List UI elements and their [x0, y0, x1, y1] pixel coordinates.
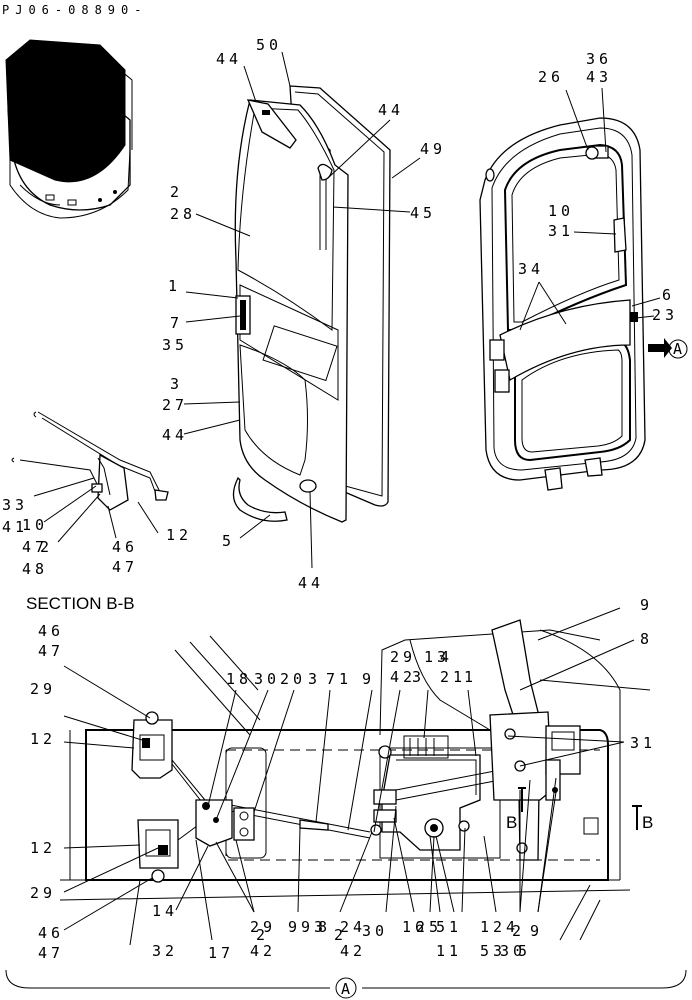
section-callout-30: 30 — [500, 942, 526, 960]
callout-3: 3 — [170, 375, 183, 393]
section-callout-32: 32 — [152, 942, 178, 960]
section-callout-53: 53 — [480, 942, 506, 960]
section-callout-31: 31 — [630, 734, 656, 752]
cab-thumbnail — [5, 39, 133, 219]
callout-47: 47 — [22, 538, 48, 556]
callout-44: 44 — [216, 50, 242, 68]
section-callout-16: 16 — [402, 918, 428, 936]
svg-text:A: A — [673, 340, 682, 358]
callout-1: 1 — [168, 277, 181, 295]
leader-lines-section — [63, 607, 635, 941]
section-callout-8: 8 — [318, 918, 331, 936]
section-callout-9: 9 — [640, 596, 653, 614]
section-callout-2: 2 — [512, 922, 525, 940]
section-callout-993: 993 — [288, 918, 327, 936]
section-callout-5: 5 — [518, 942, 531, 960]
reference-number: PJ06-08890- — [2, 3, 147, 17]
callout-7: 7 — [170, 314, 183, 332]
rod-linkage-detail — [11, 411, 169, 511]
callout-50: 50 — [256, 36, 282, 54]
section-title: SECTION B-B — [26, 594, 135, 613]
callout-2: 2 — [40, 538, 53, 556]
callout-46: 46 — [112, 538, 138, 556]
callout-28: 28 — [170, 205, 196, 223]
section-callout-29: 29 — [30, 680, 56, 698]
section-callout-4: 4 — [506, 918, 519, 936]
callout-44: 44 — [298, 574, 324, 592]
section-callout-47: 47 — [38, 944, 64, 962]
section-callout-4: 4 — [440, 648, 453, 666]
callout-45: 45 — [410, 204, 436, 222]
callout-33: 33 — [2, 496, 28, 514]
callout-2: 2 — [170, 183, 183, 201]
section-callout-46: 46 — [38, 924, 64, 942]
section-callout-21: 21 — [440, 668, 466, 686]
callout-44: 44 — [378, 101, 404, 119]
section-callout-9: 9 — [530, 922, 543, 940]
callout-49: 49 — [420, 140, 446, 158]
section-callout-12: 12 — [480, 918, 506, 936]
door-assembly-view-a: A — [479, 117, 688, 491]
callout-44: 44 — [162, 426, 188, 444]
section-callout-42: 42 — [390, 668, 416, 686]
section-callout-14: 14 — [152, 902, 178, 920]
section-callout-20: 20 — [280, 670, 306, 688]
section-callout-18: 18 — [226, 670, 252, 688]
section-callout-30: 30 — [254, 670, 280, 688]
callout-5: 5 — [222, 532, 235, 550]
section-marker-right: B — [642, 813, 653, 832]
section-callout-13: 13 — [424, 648, 450, 666]
section-b-b-drawing: B B — [59, 619, 653, 946]
section-callout-3: 3 — [412, 668, 425, 686]
section-callout-51: 51 — [436, 918, 462, 936]
callout-47: 47 — [112, 558, 138, 576]
section-callout-12: 12 — [30, 839, 56, 857]
callout-43: 43 — [586, 68, 612, 86]
section-callout-1: 1 — [464, 668, 477, 686]
section-callout-42: 42 — [340, 942, 366, 960]
section-callout-11: 11 — [436, 942, 462, 960]
section-callout-30: 30 — [362, 922, 388, 940]
callout-10: 10 — [22, 516, 48, 534]
section-callout-71: 71 — [326, 670, 352, 688]
section-marker-left: B — [506, 813, 517, 832]
view-a-bracket: A — [5, 969, 687, 999]
section-callout-42: 42 — [250, 942, 276, 960]
section-callout-9: 9 — [362, 670, 375, 688]
section-callout-8: 8 — [640, 630, 653, 648]
callout-41: 41 — [2, 518, 28, 536]
section-callout-29: 29 — [250, 918, 276, 936]
callout-23: 23 — [652, 306, 678, 324]
callout-12: 12 — [166, 526, 192, 544]
door-assembly-exploded — [232, 85, 391, 523]
section-callout-47: 47 — [38, 642, 64, 660]
leader-lines-upper — [33, 51, 661, 569]
section-callout-3: 3 — [308, 670, 321, 688]
section-callout-12: 12 — [30, 730, 56, 748]
section-callout-24: 24 — [340, 918, 366, 936]
callout-27: 27 — [162, 396, 188, 414]
callout-26: 26 — [538, 68, 564, 86]
callout-48: 48 — [22, 560, 48, 578]
section-callout-17: 17 — [208, 944, 234, 962]
section-callout-2: 2 — [334, 926, 347, 944]
section-callout-25: 25 — [416, 918, 442, 936]
callout-34: 34 — [518, 260, 544, 278]
callout-35: 35 — [162, 336, 188, 354]
callout-36: 36 — [586, 50, 612, 68]
callout-10: 10 — [548, 202, 574, 220]
callout-6: 6 — [662, 286, 675, 304]
section-callout-2: 2 — [256, 926, 269, 944]
view-a-marker: A — [341, 980, 350, 998]
callout-31: 31 — [548, 222, 574, 240]
section-callout-29: 29 — [390, 648, 416, 666]
section-callout-29: 29 — [30, 884, 56, 902]
section-callout-46: 46 — [38, 622, 64, 640]
